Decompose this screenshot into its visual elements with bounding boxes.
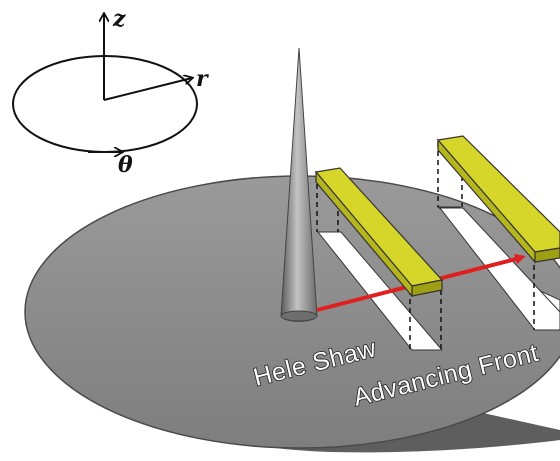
hele-shaw-plate: [314, 167, 444, 298]
front-arrow-icon: [514, 254, 526, 264]
z-axis-label: z: [112, 6, 126, 32]
r-axis-label: r: [196, 66, 209, 92]
coordinate-sketch: z r θ: [12, 6, 209, 178]
theta-axis-label: θ: [118, 152, 133, 178]
advancing-front-plate: [436, 135, 560, 264]
advancing-front-slot-main: [438, 207, 560, 331]
cone-base-rim: [280, 310, 318, 322]
plate1-left: [315, 170, 413, 298]
r-axis-arrow-icon: [103, 78, 192, 101]
plate2-side: [534, 247, 560, 263]
hele-shaw-slot: [316, 231, 444, 351]
needle-cone: [280, 47, 318, 322]
